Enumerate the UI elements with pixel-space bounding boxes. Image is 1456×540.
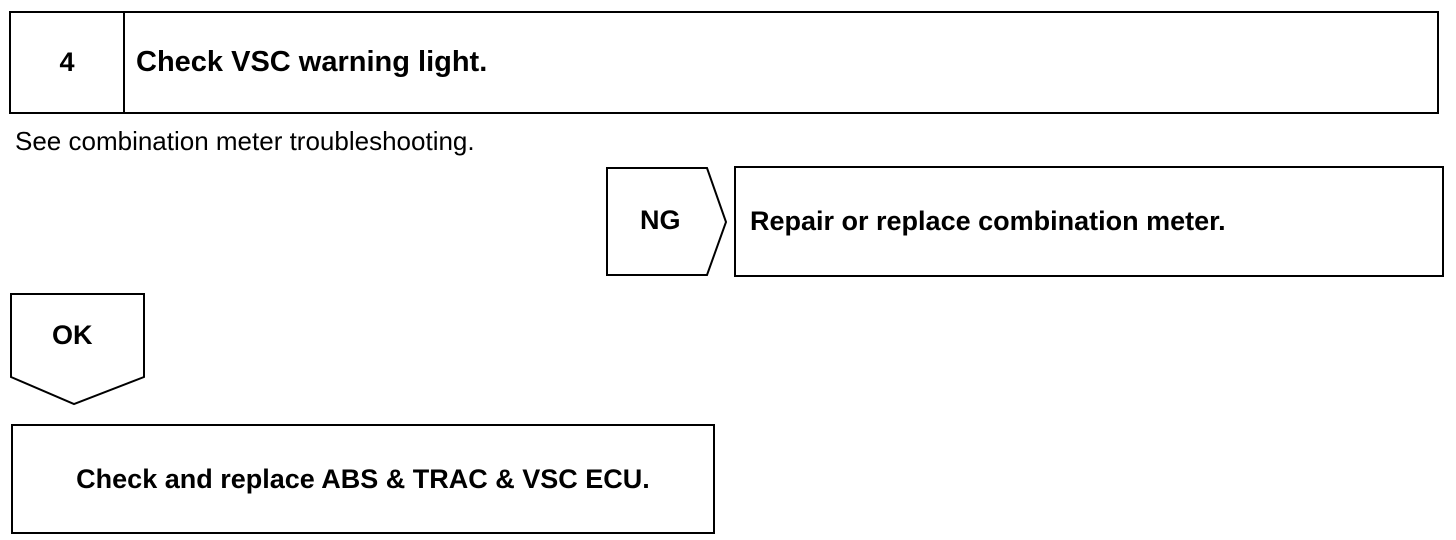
ok-arrow-shape — [10, 293, 145, 406]
ng-arrow-shape — [606, 167, 728, 276]
step-title: Check VSC warning light. — [136, 46, 488, 78]
instruction-text: See combination meter troubleshooting. — [15, 126, 475, 156]
ng-label: NG — [640, 205, 681, 235]
ok-label: OK — [52, 320, 93, 350]
final-action-text: Check and replace ABS & TRAC & VSC ECU. — [76, 463, 650, 494]
step-number: 4 — [11, 13, 125, 112]
step-header: 4 Check VSC warning light. — [9, 11, 1439, 114]
ng-result-box: Repair or replace combination meter. — [734, 166, 1444, 277]
final-action-box: Check and replace ABS & TRAC & VSC ECU. — [11, 424, 715, 534]
ng-result-text: Repair or replace combination meter. — [750, 206, 1226, 236]
